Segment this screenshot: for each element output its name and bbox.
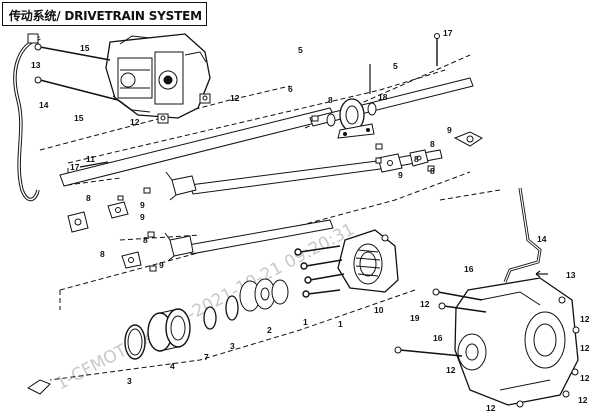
rear-gearbox [454,277,580,408]
u-joint-lower [121,251,142,269]
callout-12-b: 12 [130,117,140,127]
small-part-13 [27,379,51,395]
flange-left [67,211,89,233]
bolt-16-b [443,305,487,313]
joint-middle-right [409,149,429,167]
callout-15-left: 15 [74,113,84,123]
callout-12-g: 12 [580,373,590,383]
callout-19: 19 [410,313,420,323]
callout-5-b: 5 [393,61,398,71]
u-joint-upper-right [453,131,483,147]
callout-12-c: 12 [420,299,430,309]
diagram-title: 传动系统/ DRIVETRAIN SYSTEM [9,9,202,23]
nut-12-a [199,93,211,104]
callout-8-e: 8 [100,249,105,259]
callout-14-right: 14 [537,234,547,244]
callout-12-d: 12 [580,314,590,324]
bolt-15-a [39,46,111,61]
callout-7: 7 [204,352,209,362]
nut-12-b [157,113,169,124]
ring-3-b [225,295,239,321]
yoke-lower [164,232,194,262]
drawing [13,33,580,408]
callout-4: 4 [170,361,175,371]
yoke-middle-left [165,171,197,201]
callouts: 15 13 14 15 12 12 5 5 17 6 8 18 9 8 11 1… [31,28,590,413]
bolt-15-b [39,79,119,101]
coupling-housing [337,229,399,293]
yoke-middle-right [377,153,403,173]
short-bolts [294,245,345,298]
callout-8-d: 8 [143,235,148,245]
callout-18: 18 [378,92,388,102]
callout-12-h: 12 [578,395,588,405]
callout-12-e: 12 [580,343,590,353]
callout-9-a: 9 [447,125,452,135]
bolt-16-c [399,349,463,357]
callout-9-b: 9 [140,200,145,210]
callout-8-b: 8 [430,139,435,149]
callout-16-b: 16 [433,333,443,343]
callout-12-a: 12 [230,93,240,103]
sleeve-4 [147,308,191,352]
callout-8-f: 8 [414,154,419,164]
callout-13-right: 13 [566,270,576,280]
callout-13-left: 13 [31,60,41,70]
title-box: 传动系统/ DRIVETRAIN SYSTEM [2,2,207,26]
callout-8-g: 8 [430,166,435,176]
callout-8-a: 8 [328,95,333,105]
callout-15-top: 15 [80,43,90,53]
callout-17-left: 17 [70,162,80,172]
callout-6: 6 [288,84,293,94]
middle-shaft [189,159,389,195]
callout-1-b: 1 [338,319,343,329]
callout-9-e: 9 [398,170,403,180]
gear-set [239,278,289,312]
callout-10: 10 [374,305,384,315]
callout-9-c: 9 [140,212,145,222]
front-gearbox [105,33,211,119]
callout-12-f: 12 [446,365,456,375]
callout-3-b: 3 [127,376,132,386]
bolt-16-a [437,291,483,301]
bolt-17-left [79,161,109,168]
callout-2: 2 [267,325,272,335]
callout-11: 11 [86,154,95,164]
callout-16-a: 16 [464,264,474,274]
callout-17-top: 17 [443,28,453,38]
callout-9-d: 9 [159,260,164,270]
hose-clamp [27,33,39,44]
callout-14-left: 14 [39,100,49,110]
callout-3-a: 3 [230,341,235,351]
center-bearing [337,98,375,139]
callout-8-c: 8 [86,193,91,203]
ring-7 [203,306,217,330]
u-joint-left [107,201,129,219]
callout-1-a: 1 [303,317,308,327]
callout-5-a: 5 [298,45,303,55]
assembly-lines [39,54,501,381]
fittings [117,115,435,272]
callout-12-i: 12 [486,403,496,413]
